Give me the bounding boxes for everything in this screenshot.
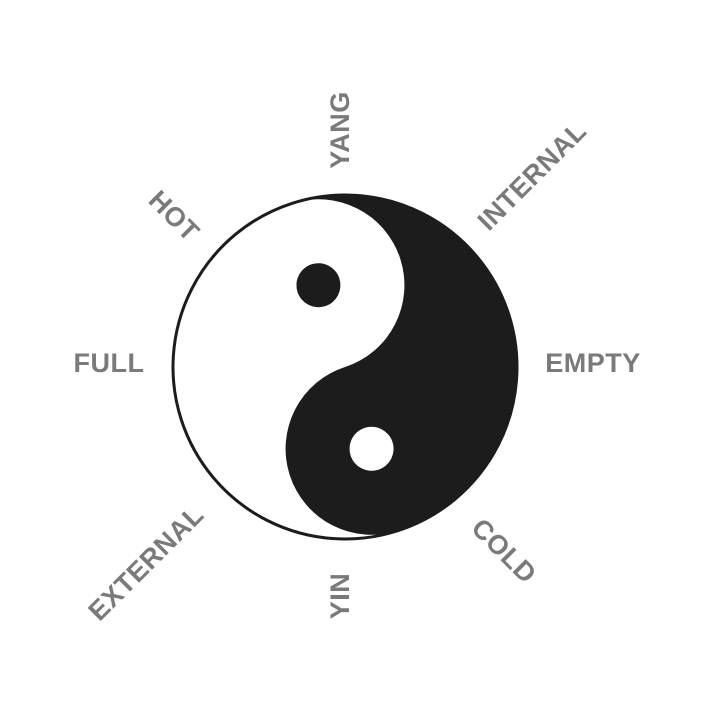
yin-light-dot [349, 426, 394, 471]
label-cold: COLD [466, 513, 543, 590]
label-full: FULL [74, 348, 145, 378]
label-yang: YANG [325, 91, 355, 169]
yang-dark-dot [296, 263, 341, 308]
label-yin: YIN [325, 573, 355, 620]
yin-dark-half [285, 195, 517, 535]
label-hot: HOT [143, 185, 206, 248]
label-empty: EMPTY [545, 348, 641, 378]
label-internal: INTERNAL [472, 116, 593, 237]
label-external: EXTERNAL [83, 500, 210, 627]
yin-yang-symbol [171, 193, 519, 541]
